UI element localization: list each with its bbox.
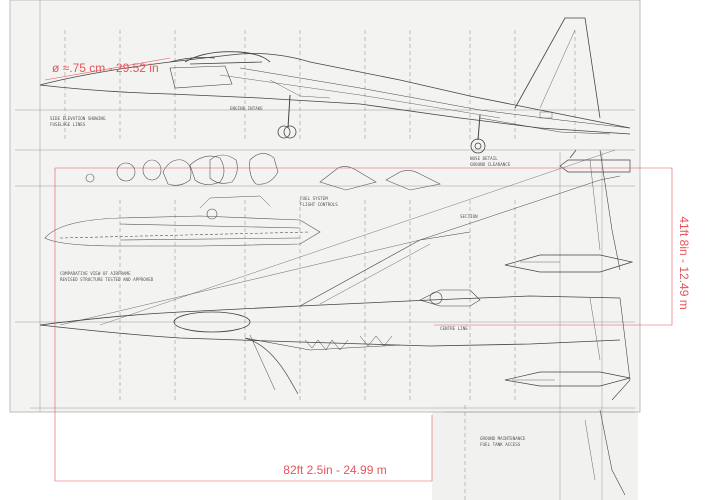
- svg-text:REVISED STRUCTURE TESTED AND A: REVISED STRUCTURE TESTED AND APPROVED: [60, 277, 154, 282]
- plan-view: [39, 149, 634, 401]
- svg-text:NOSE DETAIL: NOSE DETAIL: [470, 156, 498, 161]
- svg-text:ENGINE INTAKE: ENGINE INTAKE: [230, 106, 263, 111]
- svg-text:COMPARATIVE VIEW OF AIRFRAME: COMPARATIVE VIEW OF AIRFRAME: [60, 271, 131, 276]
- side-elevation: [39, 17, 631, 154]
- svg-text:FUEL SYSTEM: FUEL SYSTEM: [300, 196, 328, 201]
- height-label: 41ft 8in - 12.49 m: [677, 216, 691, 309]
- drawing-notes: SIDE ELEVATION SHOWING FUSELAGE LINES EN…: [50, 106, 526, 447]
- height-dimension-bracket: [55, 167, 673, 326]
- svg-text:GROUND MAINTENANCE: GROUND MAINTENANCE: [480, 436, 526, 441]
- length-label: 82ft 2.5in - 24.99 m: [283, 463, 386, 477]
- svg-text:FUEL TANK ACCESS: FUEL TANK ACCESS: [480, 442, 521, 447]
- dimension-overlay: ø ≈.75 cm - 29.52 in 41ft 8in - 12.49 m …: [44, 57, 691, 482]
- length-dimension-bracket: [54, 168, 432, 482]
- diameter-label: ø ≈.75 cm - 29.52 in: [52, 61, 159, 75]
- engine-detail: [44, 195, 321, 247]
- svg-text:GROUND CLEARANCE: GROUND CLEARANCE: [470, 162, 511, 167]
- fuselage-cross-sections: [85, 153, 441, 191]
- blueprint-paper: [9, 0, 641, 500]
- construction-lines: [15, 0, 635, 500]
- svg-text:FUSELAGE LINES: FUSELAGE LINES: [50, 122, 86, 127]
- svg-text:FLIGHT CONTROLS: FLIGHT CONTROLS: [300, 202, 338, 207]
- svg-text:SIDE ELEVATION SHOWING: SIDE ELEVATION SHOWING: [50, 116, 106, 121]
- svg-text:SECTION: SECTION: [460, 214, 478, 219]
- svg-text:CENTRE LINE: CENTRE LINE: [440, 326, 468, 331]
- missile-detail: [504, 149, 631, 496]
- diameter-guide: [44, 57, 171, 81]
